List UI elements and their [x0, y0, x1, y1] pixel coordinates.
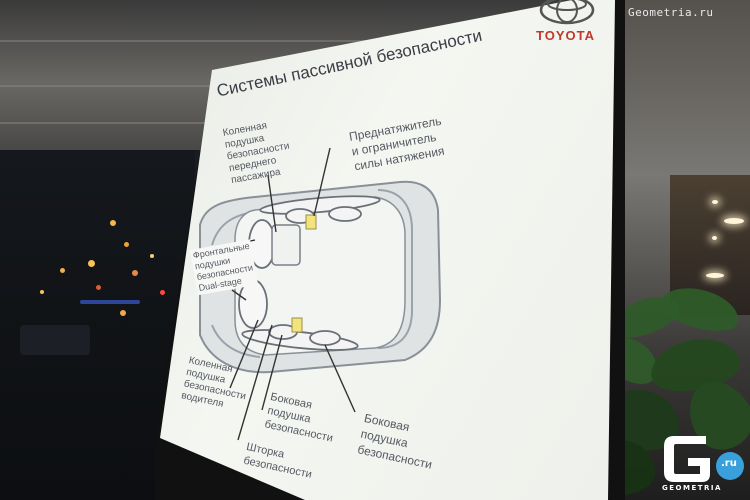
ceiling-spotlight — [712, 200, 718, 204]
watermark-text: Geometria.ru — [628, 6, 714, 19]
pretensioner-sensors — [291, 214, 317, 333]
bokeh-light — [110, 220, 116, 226]
bokeh-light — [160, 290, 165, 295]
bokeh-light — [40, 290, 44, 294]
bokeh-light — [124, 242, 129, 247]
label-knee-airbag-front-passenger: Коленная подушка безопасности переднего … — [222, 120, 291, 187]
geometria-logo-icon — [664, 436, 744, 482]
seats — [271, 224, 301, 266]
ceiling-spotlight — [712, 236, 717, 240]
bokeh-light — [60, 268, 65, 273]
bokeh-light — [120, 310, 126, 316]
bokeh-light — [96, 285, 101, 290]
bokeh-light — [150, 254, 154, 258]
geometria-badge-text: .ru — [721, 458, 737, 469]
toyota-logo-text: TOYOTA — [536, 28, 595, 43]
bokeh-light — [20, 325, 90, 355]
bokeh-light — [80, 300, 140, 304]
bokeh-light — [132, 270, 138, 276]
ceiling-spotlight — [724, 218, 744, 224]
ceiling-spotlight — [706, 273, 724, 278]
bokeh-light — [88, 260, 95, 267]
toyota-logo-icon — [539, 0, 595, 25]
background-window — [0, 150, 195, 500]
geometria-logo-caption: GEOMETRIA — [662, 484, 722, 492]
